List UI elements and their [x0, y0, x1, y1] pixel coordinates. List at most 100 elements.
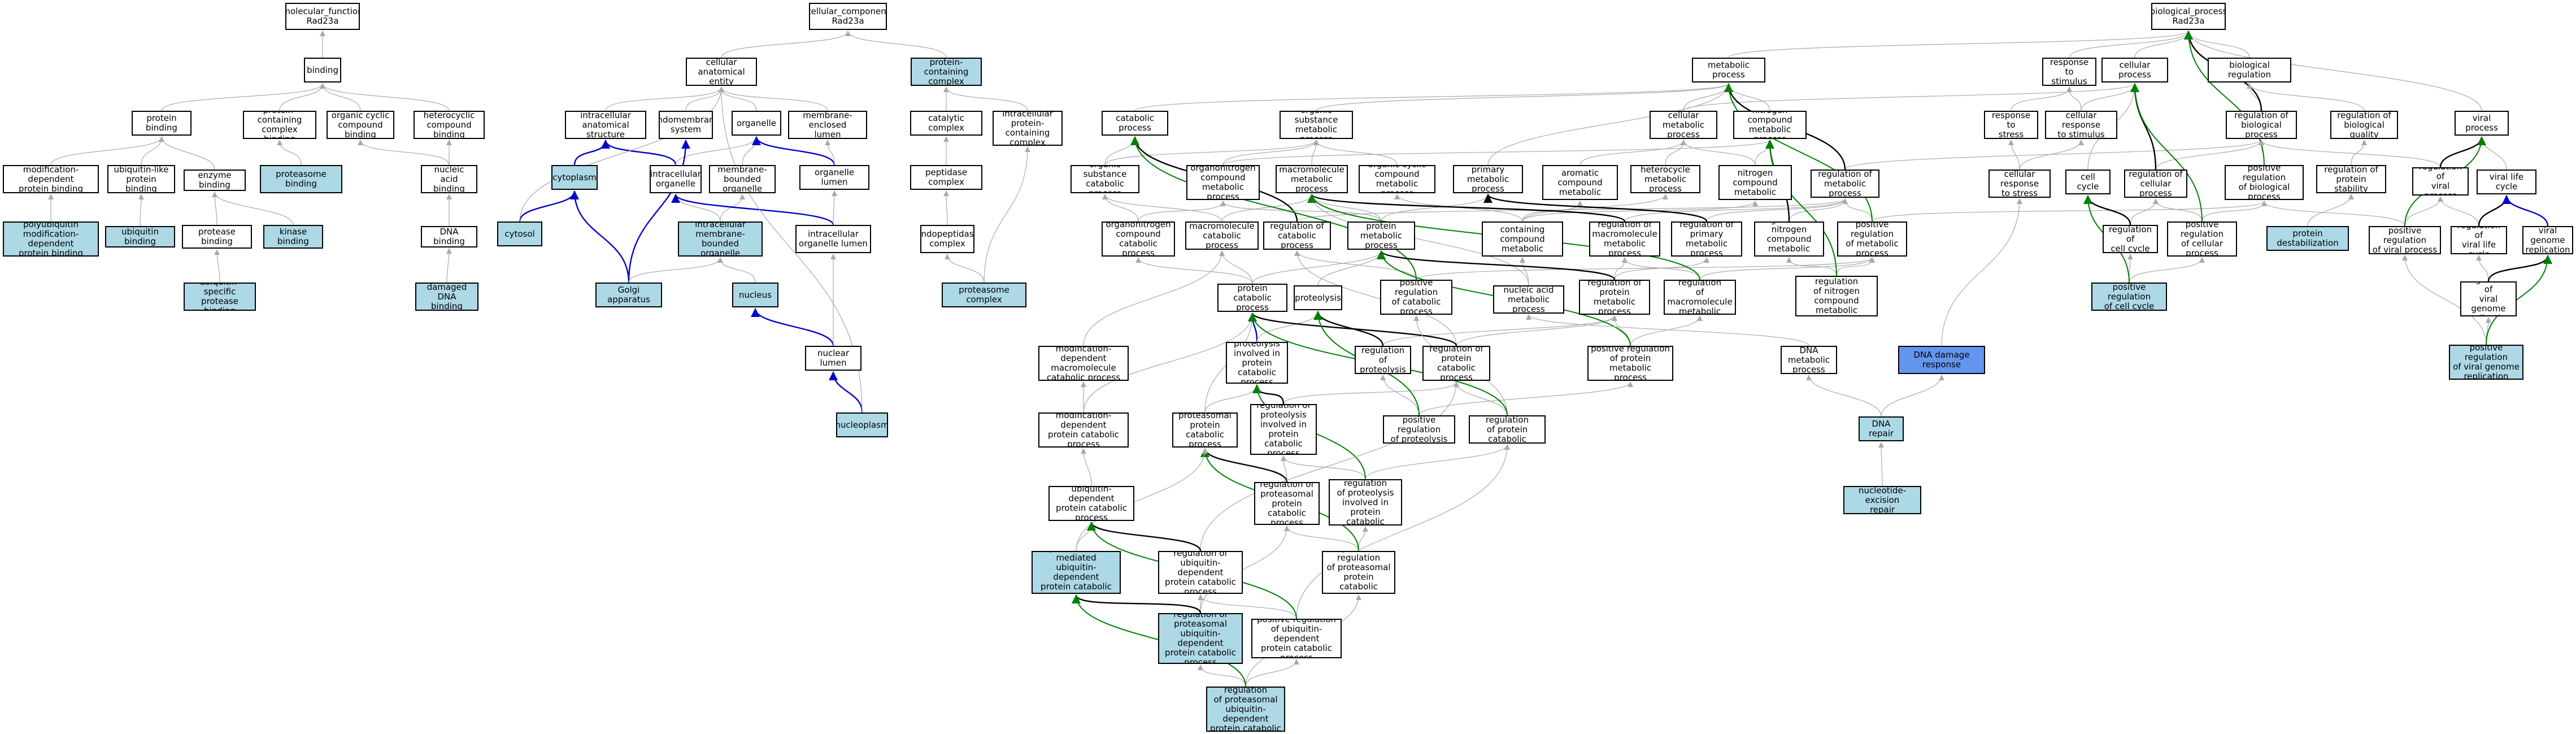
- go-term-node[interactable]: positive regulation of macromolecule met…: [1664, 280, 1736, 315]
- go-term-node[interactable]: nuclear lumen: [805, 346, 861, 371]
- go-term-node[interactable]: cytoplasm: [551, 165, 598, 190]
- go-term-node[interactable]: positive regulation of metabolic process: [1837, 221, 1907, 257]
- go-term-node[interactable]: proteolysis: [1294, 285, 1342, 310]
- go-term-node[interactable]: proteasome binding: [260, 165, 342, 193]
- go-term-node[interactable]: regulation of viral life cycle: [2451, 226, 2507, 254]
- go-term-node[interactable]: protein destabilization: [2266, 226, 2349, 251]
- go-term-node[interactable]: binding: [304, 58, 341, 82]
- go-term-node[interactable]: regulation of proteasomal protein catabo…: [1254, 482, 1320, 525]
- go-term-node[interactable]: protein-containing complex: [911, 58, 982, 86]
- go-term-node[interactable]: regulation of protein catabolic process: [1422, 346, 1490, 381]
- go-term-node[interactable]: organelle lumen: [799, 165, 869, 190]
- go-term-node[interactable]: nucleotide-excision repair: [1843, 486, 1921, 514]
- go-term-node[interactable]: membrane-enclosed lumen: [788, 111, 867, 139]
- go-term-node[interactable]: regulation of proteolysis: [1355, 346, 1411, 374]
- go-term-node[interactable]: ubiquitin binding: [105, 226, 175, 247]
- go-term-node[interactable]: positive regulation of viral process: [2369, 226, 2441, 254]
- go-term-node[interactable]: cellular aromatic compound metabolic pro…: [1542, 165, 1618, 200]
- go-term-node[interactable]: cell cycle: [2065, 170, 2111, 194]
- go-term-node[interactable]: cellular metabolic process: [1650, 111, 1717, 139]
- go-term-node[interactable]: regulation of proteolysis involved in pr…: [1250, 404, 1317, 455]
- go-term-node[interactable]: cellular response to stimulus: [2045, 111, 2117, 139]
- go-term-node[interactable]: Golgi apparatus: [595, 283, 662, 307]
- go-term-node[interactable]: regulation of cell cycle: [2103, 225, 2158, 253]
- go-term-node[interactable]: protein binding: [132, 111, 192, 136]
- go-term-node[interactable]: nucleoplasm: [836, 412, 888, 437]
- go-term-node[interactable]: kinase binding: [263, 225, 323, 249]
- go-term-node[interactable]: membrane-bounded organelle: [709, 165, 776, 193]
- go-term-node[interactable]: protein-containing complex binding: [243, 111, 316, 139]
- go-term-node[interactable]: positive regulation of proteasomal prote…: [1322, 551, 1395, 594]
- go-term-node[interactable]: organonitrogen compound metabolic proces…: [1186, 165, 1260, 200]
- go-term-node[interactable]: DNA binding: [421, 226, 477, 247]
- go-term-node[interactable]: cellular process: [2101, 58, 2168, 82]
- go-term-node[interactable]: regulation of protein stability: [2316, 165, 2386, 193]
- go-term-node[interactable]: proteasomal protein catabolic process: [1172, 412, 1238, 448]
- go-term-node[interactable]: DNA damage response: [1898, 346, 1985, 374]
- go-term-node[interactable]: heterocycle metabolic process: [1630, 165, 1700, 193]
- go-term-node[interactable]: polyubiquitin modification-dependent pro…: [3, 221, 99, 257]
- go-term-node[interactable]: molecular_function Rad23a: [285, 3, 360, 30]
- go-term-node[interactable]: regulation of nitrogen compound metaboli…: [1754, 221, 1824, 257]
- go-term-node[interactable]: cellular anatomical entity: [686, 58, 757, 86]
- go-term-node[interactable]: catalytic complex: [910, 111, 982, 136]
- go-term-node[interactable]: macromolecule metabolic process: [1276, 165, 1348, 193]
- go-term-node[interactable]: modification-dependent macromolecule cat…: [1038, 346, 1129, 381]
- go-term-node[interactable]: modification-dependent protein binding: [3, 165, 99, 193]
- go-term-node[interactable]: intracellular anatomical structure: [565, 111, 646, 139]
- go-term-node[interactable]: cytosol: [497, 221, 542, 246]
- go-term-node[interactable]: peptidase complex: [910, 165, 982, 190]
- go-term-node[interactable]: endomembrane system: [659, 111, 713, 139]
- go-term-node[interactable]: positive regulation of biological proces…: [2225, 165, 2304, 200]
- go-term-node[interactable]: regulation of viral process: [2412, 167, 2469, 196]
- go-term-node[interactable]: organic cyclic compound metabolic proces…: [1359, 165, 1435, 193]
- go-term-node[interactable]: positive regulation of viral genome repl…: [2449, 345, 2523, 380]
- go-term-node[interactable]: positive regulation of ubiquitin-depende…: [1251, 619, 1342, 658]
- go-term-node[interactable]: cellular nitrogen compound metabolic pro…: [1718, 165, 1792, 200]
- go-term-node[interactable]: nucleic acid binding: [421, 165, 477, 193]
- go-term-node[interactable]: damaged DNA binding: [415, 283, 478, 311]
- go-term-node[interactable]: protease binding: [182, 225, 252, 249]
- go-term-node[interactable]: heterocyclic compound binding: [414, 111, 485, 139]
- go-term-node[interactable]: biological regulation: [2208, 58, 2291, 82]
- go-term-node[interactable]: protein catabolic process: [1217, 284, 1287, 312]
- go-term-node[interactable]: intracellular membrane-bounded organelle: [678, 221, 763, 257]
- go-term-node[interactable]: proteolysis involved in protein cataboli…: [1226, 342, 1288, 384]
- go-term-node[interactable]: enzyme binding: [184, 170, 246, 191]
- go-term-node[interactable]: regulation of proteasomal ubiquitin-depe…: [1158, 613, 1243, 664]
- go-term-node[interactable]: intracellular organelle lumen: [795, 225, 871, 253]
- go-term-node[interactable]: organic cyclic compound binding: [327, 111, 394, 139]
- go-term-node[interactable]: ubiquitin-specific protease binding: [184, 283, 256, 311]
- go-term-node[interactable]: organic substance metabolic process: [1280, 111, 1353, 139]
- go-term-node[interactable]: response to stress: [1984, 111, 2038, 139]
- go-term-node[interactable]: regulation of metabolic process: [1811, 170, 1879, 198]
- go-term-node[interactable]: proteasome complex: [942, 283, 1026, 307]
- go-term-node[interactable]: intracellular organelle: [650, 165, 702, 193]
- go-term-node[interactable]: primary metabolic process: [1453, 165, 1523, 193]
- go-term-node[interactable]: positive regulation of cell cycle: [2091, 283, 2167, 311]
- go-term-node[interactable]: catabolic process: [1102, 111, 1168, 136]
- go-term-node[interactable]: protein metabolic process: [1347, 221, 1415, 250]
- go-term-node[interactable]: positive regulation of protein catabolic…: [1469, 415, 1546, 444]
- go-term-node[interactable]: response to stimulus: [2042, 58, 2096, 86]
- go-term-node[interactable]: metabolic process: [1692, 58, 1765, 82]
- go-term-node[interactable]: organic substance catabolic process: [1071, 165, 1139, 193]
- go-term-node[interactable]: biological_process Rad23a: [2151, 3, 2226, 30]
- go-term-node[interactable]: organelle: [732, 111, 781, 136]
- go-term-node[interactable]: intracellular protein-containing complex: [993, 111, 1063, 146]
- go-term-node[interactable]: regulation of biological quality: [2330, 111, 2398, 139]
- go-term-node[interactable]: cellular response to stress: [1988, 170, 2051, 198]
- go-term-node[interactable]: positive regulation of protein metabolic…: [1587, 346, 1673, 381]
- go-term-node[interactable]: nitrogen compound metabolic process: [1733, 111, 1807, 139]
- go-term-node[interactable]: regulation of catabolic process: [1263, 221, 1331, 250]
- go-term-node[interactable]: regulation of cellular process: [2124, 170, 2187, 198]
- go-term-node[interactable]: regulation of biological process: [2226, 111, 2297, 139]
- go-term-node[interactable]: nucleic acid metabolic process: [1493, 285, 1564, 314]
- go-term-node[interactable]: positive regulation of nitrogen compound…: [1795, 276, 1878, 316]
- go-term-node[interactable]: proteasome-mediated ubiquitin-dependent …: [1032, 551, 1121, 594]
- go-term-node[interactable]: regulation of primary metabolic process: [1671, 221, 1742, 257]
- go-term-node[interactable]: viral process: [2455, 111, 2509, 136]
- go-term-node[interactable]: cellular_component Rad23a: [809, 3, 887, 30]
- go-term-node[interactable]: positive regulation of proteolysis: [1383, 415, 1455, 444]
- go-term-node[interactable]: DNA repair: [1859, 416, 1904, 441]
